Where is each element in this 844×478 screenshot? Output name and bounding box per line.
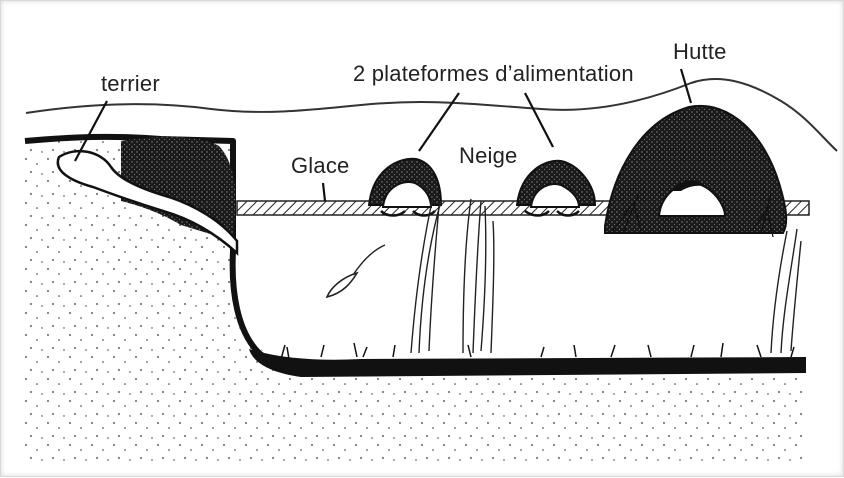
label-hutte: Hutte [673,39,727,64]
leader-glace [323,183,325,201]
label-glace: Glace [291,153,349,178]
pond-floor [249,349,806,377]
fish-figure [327,245,385,297]
label-neige: Neige [459,143,517,168]
leader-platform-2 [525,93,553,147]
floor-vegetation [281,343,794,359]
beaver-hut [605,106,786,237]
label-terrier: terrier [101,71,160,96]
label-platforms: 2 plateformes d’alimentation [353,61,634,86]
